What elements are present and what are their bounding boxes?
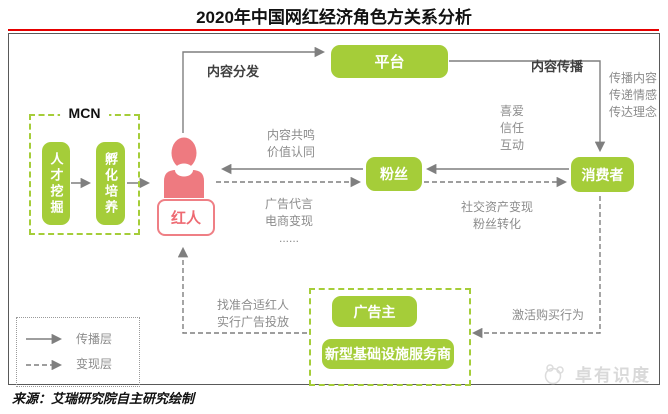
label-content-spread: 内容传播: [531, 59, 584, 74]
watermark: 卓有识度: [543, 361, 651, 386]
legend-propagation-label: 传播层: [76, 331, 113, 346]
watermark-logo-icon: [544, 363, 564, 384]
node-infra-provider: 新型基础设施服务商: [322, 339, 454, 369]
node-incubation: 孵化培养: [96, 142, 125, 225]
legend-row-propagation: 传播层: [25, 331, 131, 348]
influencer-person-icon: [164, 137, 204, 198]
legend-row-monetization: 变现层: [25, 356, 131, 373]
watermark-text: 卓有识度: [575, 366, 651, 385]
mcn-group-box: MCN: [29, 105, 140, 235]
advertiser-group-box: [309, 288, 471, 386]
node-consumer: 消费者: [571, 157, 634, 192]
legend-box: 传播层 变现层: [16, 317, 140, 387]
dashed-arrow-icon: [26, 359, 63, 370]
node-fans: 粉丝: [366, 157, 422, 191]
node-advertiser: 广告主: [332, 296, 417, 327]
label-fans-to-influencer: 内容共鸣 价值认同: [266, 128, 315, 159]
label-spread-detail: 传播内容 传递情感 传达理念: [609, 71, 658, 119]
node-talent-mining: 人才挖掘: [42, 142, 70, 225]
page-title: 2020年中国网红经济角色方关系分析: [196, 8, 472, 27]
title-underline: [8, 29, 659, 31]
label-consumer-to-fans: 喜爱 信任 互动: [499, 104, 524, 152]
node-platform: 平台: [331, 45, 448, 78]
label-advertiser-to-influencer: 找准合适红人 实行广告投放: [217, 298, 290, 329]
label-influencer-to-fans: 广告代言 电商变现 ......: [264, 197, 313, 245]
label-consumer-to-advertiser: 激活购买行为: [512, 308, 585, 322]
label-fans-to-consumer: 社交资产变现 粉丝转化: [460, 200, 533, 231]
source-note: 来源：艾瑞研究院自主研究绘制: [12, 391, 195, 406]
legend-monetization-label: 变现层: [76, 357, 113, 372]
node-influencer: 红人: [157, 199, 215, 236]
label-content-distribution: 内容分发: [207, 64, 260, 79]
mcn-group-label: MCN: [59, 105, 110, 121]
solid-arrow-icon: [26, 334, 63, 345]
